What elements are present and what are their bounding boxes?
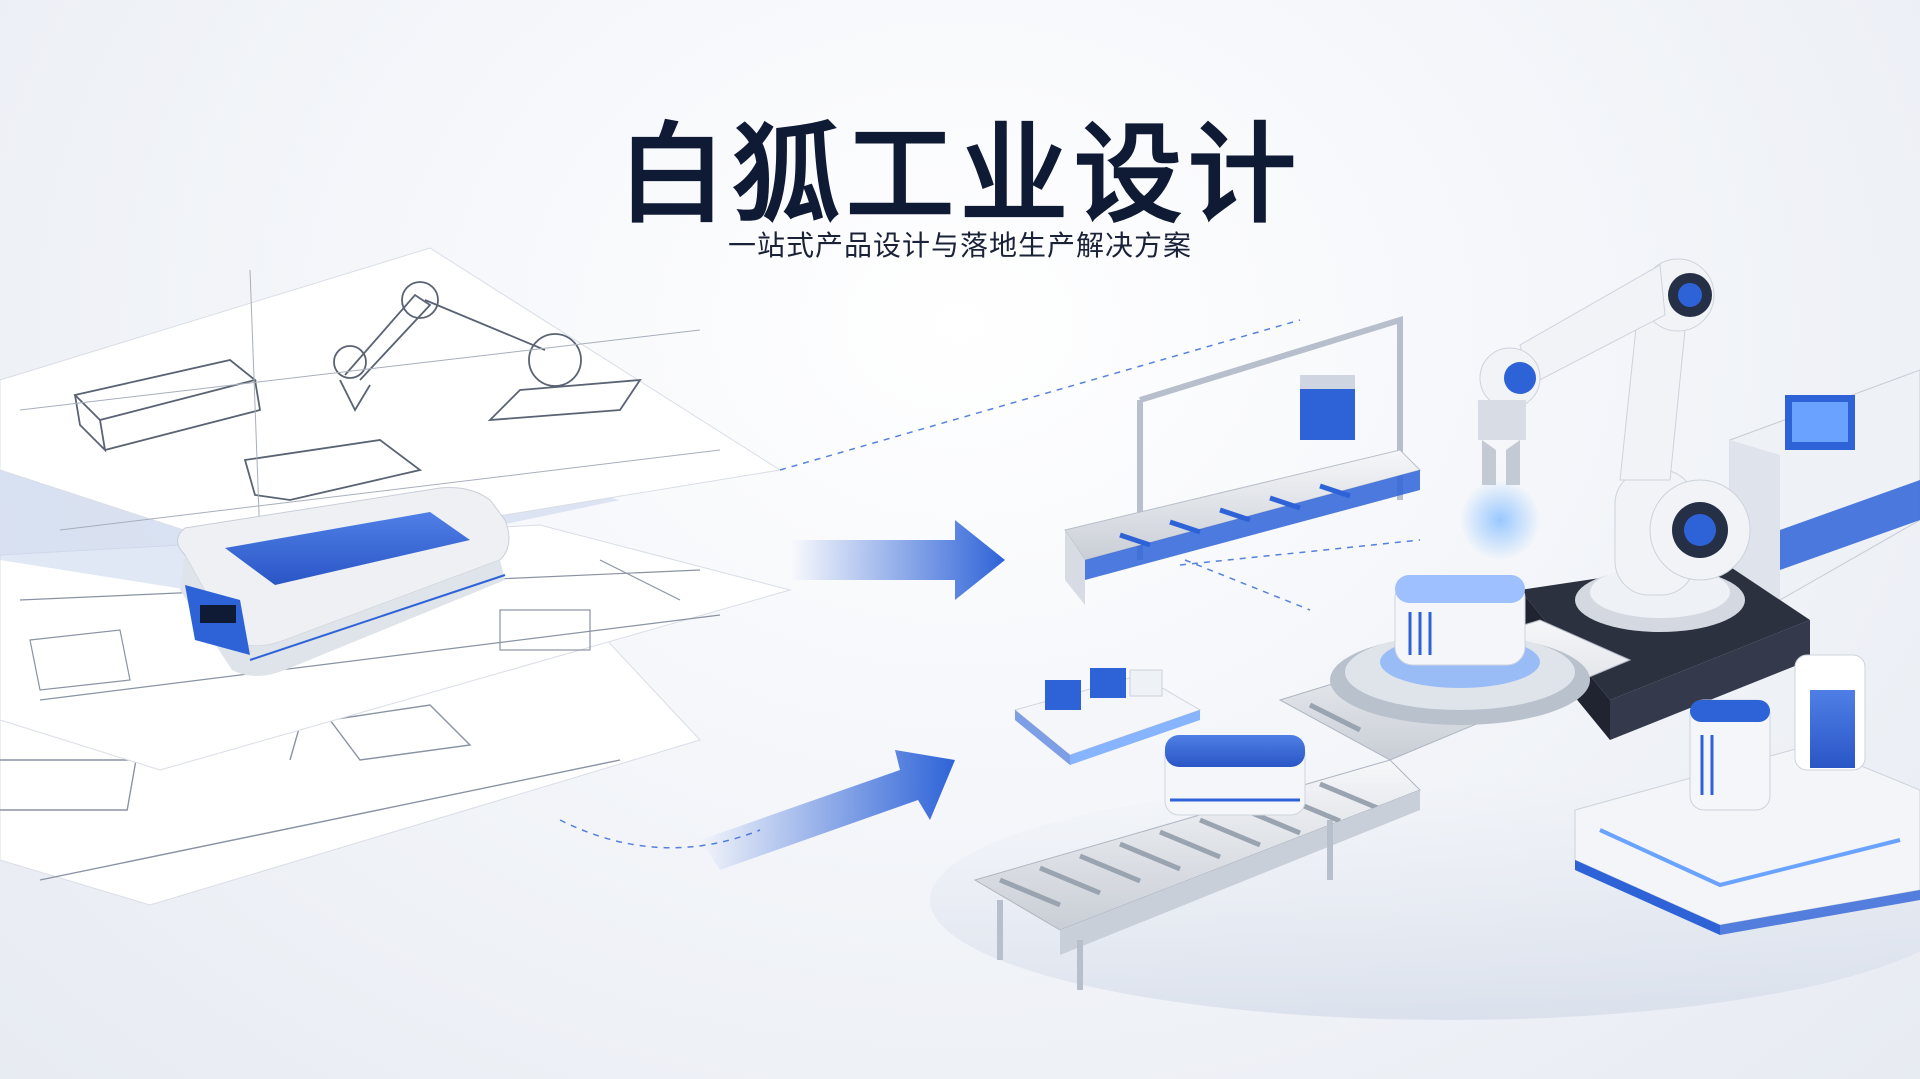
product-device — [177, 487, 510, 676]
component-tray — [1013, 668, 1202, 765]
finished-product-display — [1574, 654, 1920, 935]
packaging-machine — [1729, 369, 1920, 601]
process-arrow-upper — [790, 520, 1005, 600]
dashed-guides — [559, 319, 1421, 849]
blueprint-stack — [0, 247, 792, 906]
gantry-conveyor — [1064, 315, 1421, 605]
process-arrow-lower — [700, 750, 955, 870]
blueprint-sheet-top — [0, 247, 782, 556]
page-subtitle: 一站式产品设计与落地生产解决方案 — [727, 229, 1192, 262]
conveyor-line — [973, 575, 1632, 990]
page-title: 白狐工业设计 — [617, 113, 1302, 238]
robot-arm — [1460, 258, 1810, 740]
